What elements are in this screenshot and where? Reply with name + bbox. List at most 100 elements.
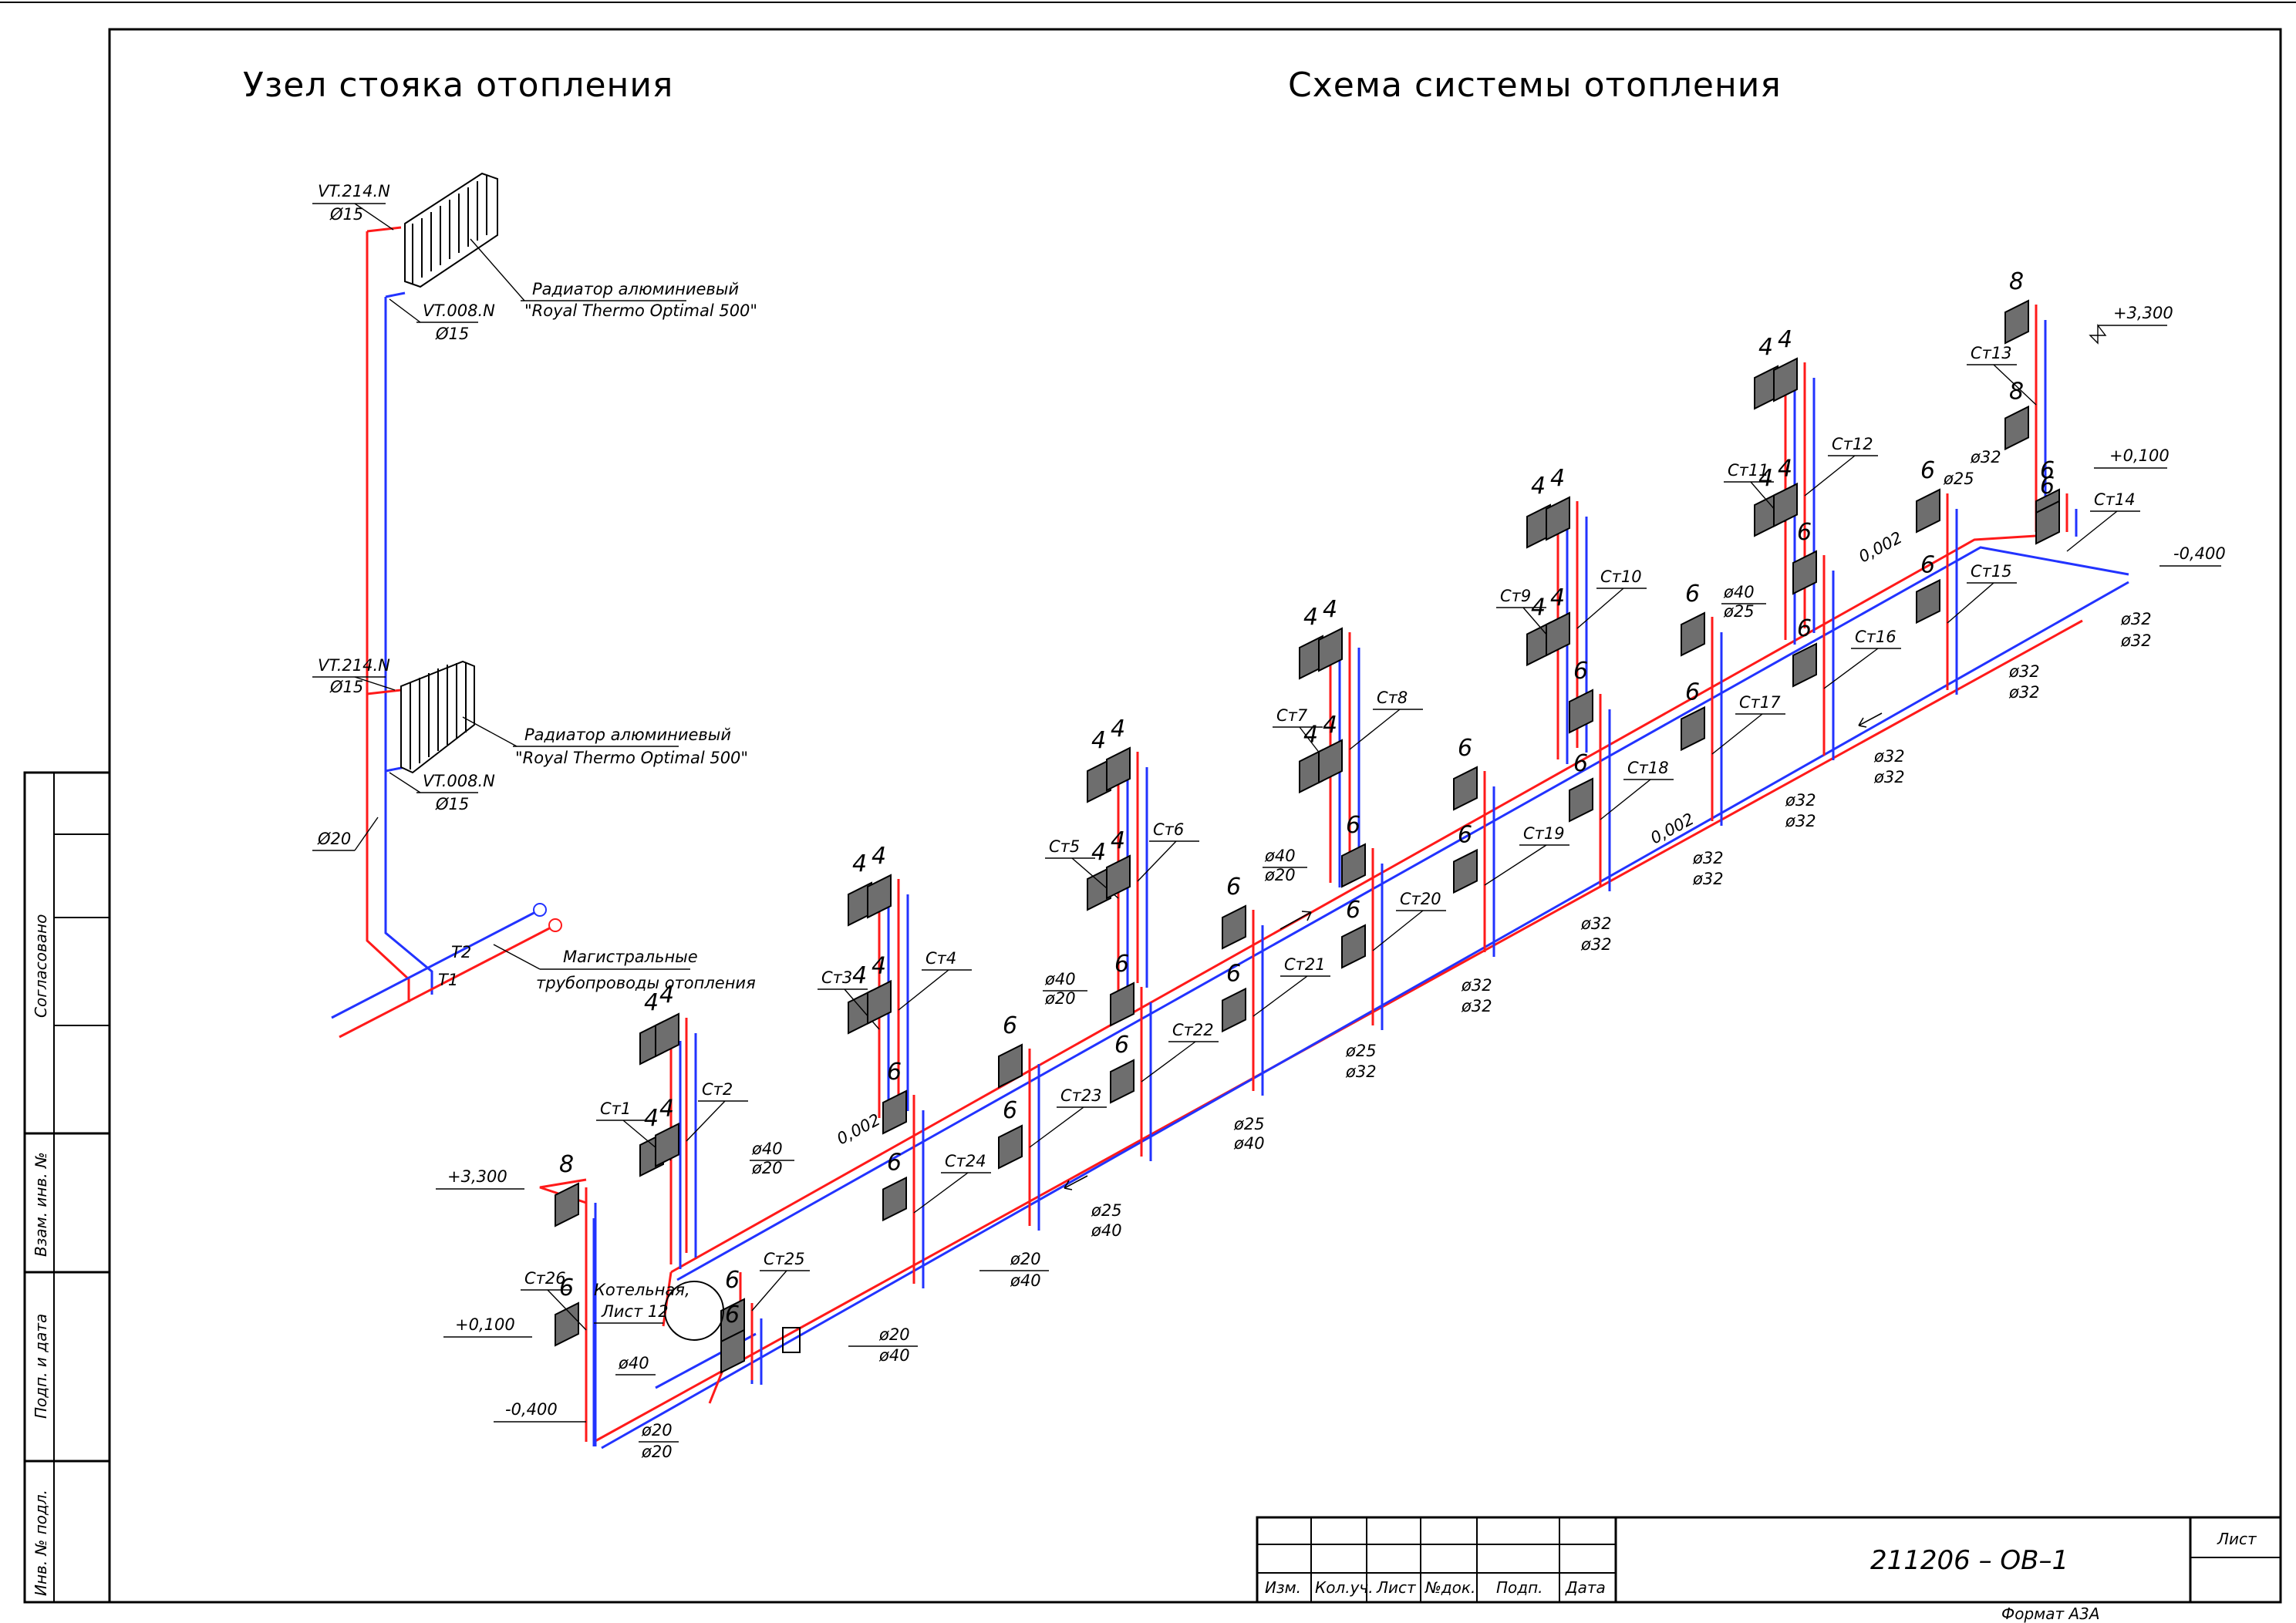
radiator-sections: 4 bbox=[1550, 584, 1565, 611]
riser-label: Ст18 bbox=[1627, 759, 1669, 777]
stamp-inv-orig: Инв. № подл. bbox=[32, 1490, 50, 1596]
radiator-top bbox=[404, 172, 498, 288]
radiator-sections: 4 bbox=[1323, 712, 1337, 739]
radiator-icon bbox=[882, 1089, 907, 1135]
dia-20-g: ø20 bbox=[1010, 1250, 1041, 1268]
radiator-icon bbox=[1681, 705, 1705, 752]
radiator-sections: 4 bbox=[1111, 827, 1125, 854]
dia-32-n: ø32 bbox=[1785, 791, 1816, 810]
radiator-sections: 6 bbox=[1114, 1032, 1129, 1059]
radiator-sections: 4 bbox=[1758, 465, 1773, 492]
riser-label: Ст22 bbox=[1172, 1021, 1214, 1039]
radiator-sections: 6 bbox=[725, 1267, 740, 1294]
radiator-icon bbox=[882, 1176, 907, 1222]
dia-32-k2: ø32 bbox=[1461, 997, 1492, 1015]
valve-top-supply-dia: Ø15 bbox=[329, 205, 363, 224]
radiator-icon bbox=[1222, 904, 1246, 950]
radiator-icon bbox=[1318, 739, 1343, 784]
riser-node-detail: VT.214.N Ø15 VT.008.N Ø15 Радиатор алюми… bbox=[312, 172, 757, 1039]
dia-40-left: ø40 bbox=[618, 1354, 649, 1372]
valve-top-return-dia: Ø15 bbox=[435, 325, 469, 343]
radiator-icon bbox=[1110, 1059, 1135, 1104]
stamp-agreed: Согласовано bbox=[32, 914, 50, 1018]
radiator-sections: 6 bbox=[1003, 1097, 1017, 1124]
radiator-top-label-2: "Royal Thermo Optimal 500" bbox=[524, 301, 757, 320]
radiator-icon bbox=[2004, 299, 2029, 345]
radiator-icon bbox=[1681, 611, 1705, 657]
svg-text:+0,100: +0,100 bbox=[2109, 446, 2170, 465]
radiator-icon bbox=[1106, 746, 1131, 792]
radiator-sections: 6 bbox=[1920, 457, 1935, 484]
dia-40-g: ø40 bbox=[1010, 1271, 1041, 1290]
dia-20-left-1: ø20 bbox=[641, 1421, 673, 1439]
radiator-icon bbox=[1106, 854, 1131, 900]
dia-32-q: ø32 bbox=[2120, 610, 2152, 628]
riser-label: Ст26 bbox=[524, 1269, 566, 1288]
radiator-sections: 4 bbox=[1303, 722, 1318, 749]
radiator-icon bbox=[1546, 496, 1570, 541]
pipe-t2: T2 bbox=[451, 943, 471, 961]
dia-40-c: ø40 bbox=[1264, 847, 1296, 865]
title-block: Изм. Кол.уч. Лист №док. Подп. Дата 21120… bbox=[1256, 1516, 2282, 1623]
dia-25-i: ø25 bbox=[1233, 1115, 1265, 1133]
radiator-icon bbox=[1792, 550, 1817, 595]
title-system-scheme: Схема системы отопления bbox=[1288, 66, 1782, 105]
radiator-sections: 6 bbox=[1346, 812, 1360, 839]
radiator-sections: 4 bbox=[1531, 473, 1546, 500]
expansion-tank bbox=[782, 1327, 801, 1353]
radiator-sections: 4 bbox=[1111, 716, 1125, 742]
valve-bottom-return-dia: Ø15 bbox=[435, 795, 469, 813]
riser-label: Ст16 bbox=[1855, 628, 1896, 646]
radiator-sections: 6 bbox=[559, 1274, 574, 1301]
radiator-icon bbox=[555, 1182, 579, 1227]
radiator-icon bbox=[1916, 578, 1940, 625]
radiator-icon bbox=[1569, 777, 1593, 823]
riser-dia: Ø20 bbox=[317, 830, 351, 848]
radiator-sections: 4 bbox=[872, 953, 886, 980]
dia-32-j: ø32 bbox=[1345, 1062, 1377, 1081]
radiator-sections: 4 bbox=[872, 843, 886, 870]
radiator-icon bbox=[1773, 482, 1798, 528]
radiator-icon bbox=[1087, 866, 1111, 911]
riser-label: Ст19 bbox=[1523, 824, 1565, 843]
tb-col-izm: Изм. bbox=[1265, 1578, 1301, 1597]
side-stamp: Согласовано Взам. инв. № Подп. и дата Ин… bbox=[23, 771, 111, 1604]
dia-32-n2: ø32 bbox=[1785, 812, 1816, 830]
radiator-sections: 6 bbox=[1685, 679, 1700, 706]
riser-label: Ст15 bbox=[1971, 562, 2012, 581]
riser-label: Ст25 bbox=[764, 1250, 805, 1268]
radiator-icon bbox=[655, 1012, 679, 1058]
radiator-icon bbox=[998, 1124, 1023, 1170]
dia-32-e: ø32 bbox=[1970, 448, 2001, 466]
pipe-t1: T1 bbox=[438, 971, 458, 989]
radiator-icon bbox=[1087, 758, 1111, 803]
dia-32-l: ø32 bbox=[1580, 914, 1612, 933]
svg-text:+3,300: +3,300 bbox=[2113, 304, 2173, 322]
dia-20-c: ø20 bbox=[1264, 866, 1296, 884]
radiator-icon bbox=[1341, 924, 1366, 969]
radiator-sections: 6 bbox=[1226, 874, 1241, 901]
radiator-icon bbox=[655, 1122, 679, 1168]
valve-bottom-return: VT.008.N bbox=[423, 772, 495, 790]
dia-32-o2: ø32 bbox=[1873, 768, 1905, 786]
radiator-sections: 8 bbox=[2009, 268, 2024, 295]
radiator-sections: 4 bbox=[1091, 839, 1106, 866]
boiler-callout bbox=[664, 1281, 724, 1341]
tb-col-doc: №док. bbox=[1424, 1578, 1475, 1597]
radiator-sections: 6 bbox=[1458, 735, 1472, 762]
riser-label: Ст3 bbox=[821, 968, 852, 987]
dia-32-m: ø32 bbox=[1692, 849, 1724, 867]
dia-32-q2: ø32 bbox=[2120, 631, 2152, 650]
riser-label: Ст13 bbox=[1971, 344, 2012, 362]
